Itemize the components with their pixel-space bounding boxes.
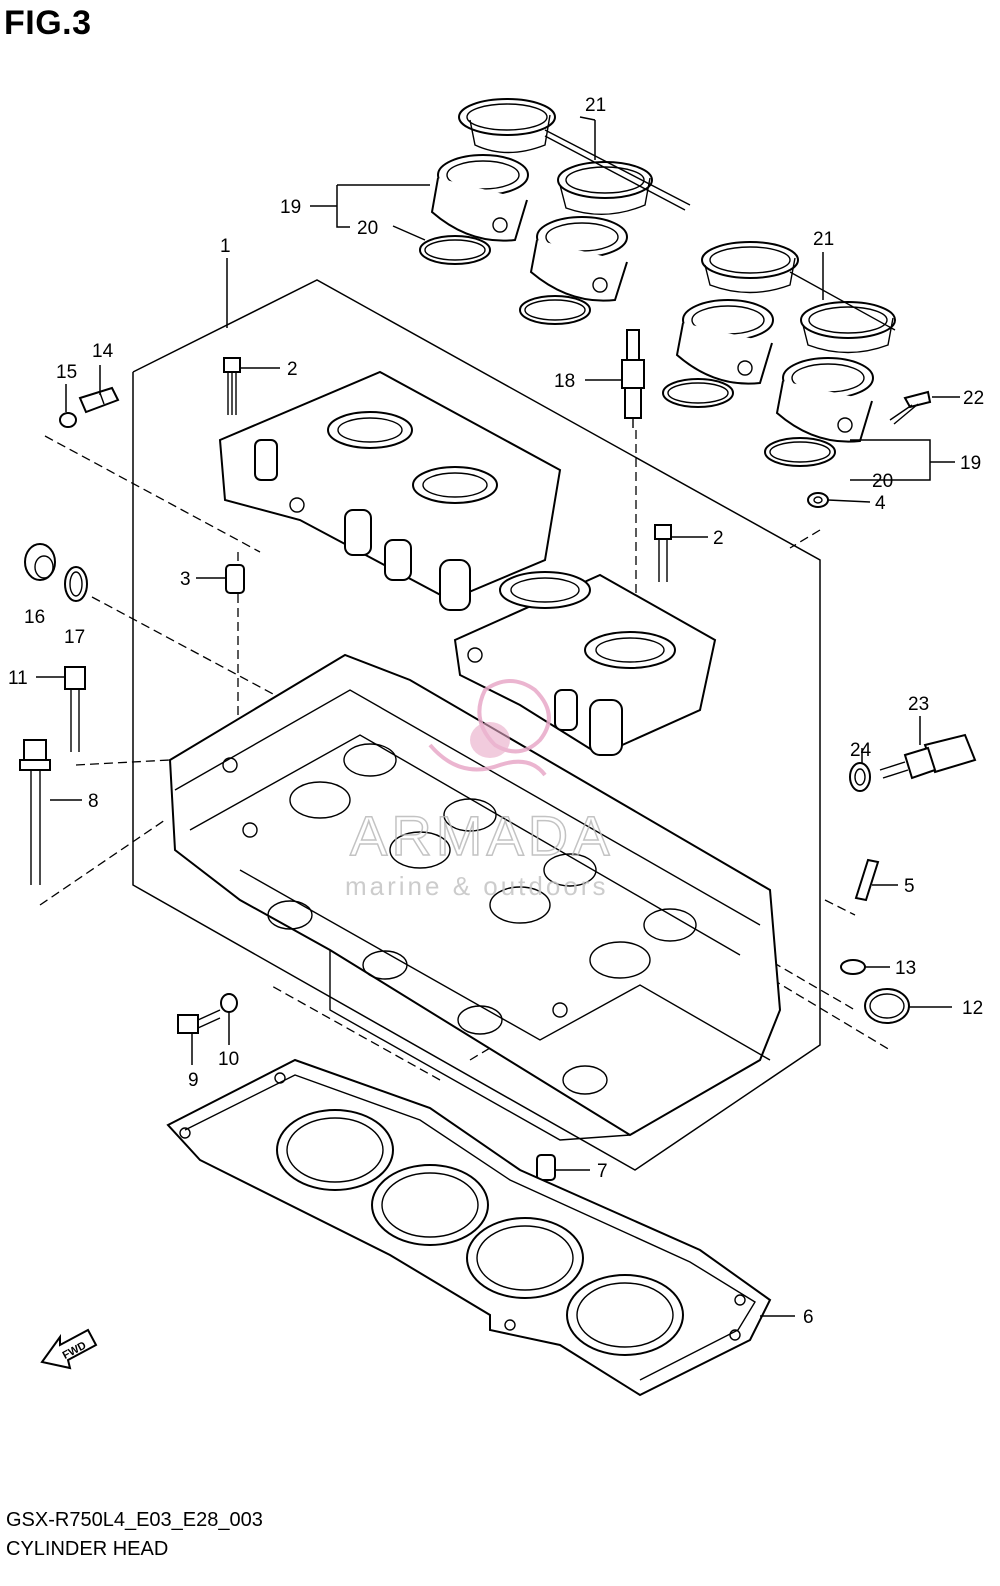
plug-14	[78, 386, 120, 414]
callout-21-left: 21	[585, 95, 606, 116]
callout-19-left: 19	[280, 197, 301, 218]
washer-4	[807, 492, 829, 508]
dowel-7	[536, 1154, 556, 1181]
bolt-2-left	[223, 357, 241, 415]
bolt-2-right	[654, 524, 672, 582]
assembly-frame	[132, 258, 821, 1171]
callout-18: 18	[554, 371, 575, 392]
callout-4: 4	[875, 493, 886, 514]
callout-9: 9	[188, 1070, 199, 1091]
callout-23: 23	[908, 694, 929, 715]
callout-21-right: 21	[813, 229, 834, 250]
cylinder-head	[168, 653, 782, 1141]
gasket-17	[64, 566, 88, 602]
callout-19-right: 19	[960, 453, 981, 474]
callout-16: 16	[24, 607, 45, 628]
callout-7: 7	[597, 1161, 608, 1182]
bolt-11	[64, 666, 86, 752]
cam-cover-right	[453, 571, 717, 757]
figure-name: CYLINDER HEAD	[6, 1538, 169, 1560]
pin-5	[854, 858, 880, 902]
intake-pipe-upper-left	[458, 98, 691, 215]
o-ring-12	[864, 988, 910, 1024]
washer-10	[220, 993, 238, 1013]
callout-10: 10	[218, 1049, 239, 1070]
o-rings-upper-left	[419, 235, 591, 325]
bolt-8	[19, 739, 51, 885]
bolt-9	[177, 1009, 221, 1034]
callout-13: 13	[895, 958, 916, 979]
screw-22	[889, 390, 932, 425]
callout-15: 15	[56, 362, 77, 383]
callout-8: 8	[88, 791, 99, 812]
plug-16	[24, 543, 56, 581]
temperature-sensor	[879, 733, 977, 780]
figure-code: GSX-R750L4_E03_E28_003	[6, 1509, 263, 1531]
callout-11: 11	[8, 668, 28, 689]
washer-24	[849, 762, 871, 792]
watermark: ARMADA marine & outdoors	[345, 679, 614, 901]
callout-6: 6	[803, 1307, 814, 1328]
callout-2-left: 2	[287, 359, 298, 380]
callout-3: 3	[180, 569, 191, 590]
figure-title: FIG.3	[4, 4, 92, 42]
watermark-brand: ARMADA	[350, 804, 614, 867]
o-ring-13	[840, 959, 866, 975]
figure-caption: GSX-R750L4_E03_E28_003 CYLINDER HEAD	[6, 1506, 263, 1564]
callout-24: 24	[850, 740, 872, 761]
callout-14: 14	[92, 341, 114, 362]
cylinder-head-gasket	[166, 1058, 772, 1397]
spark-plug	[621, 329, 645, 428]
cam-cover-left	[218, 370, 562, 611]
callout-2-right: 2	[713, 528, 724, 549]
callout-17: 17	[64, 627, 85, 648]
o-rings-upper-right	[662, 378, 836, 467]
callout-5: 5	[904, 876, 915, 897]
callout-1: 1	[220, 236, 231, 257]
washer-15	[59, 412, 77, 428]
forward-arrow-icon: FWD	[40, 1328, 98, 1370]
callout-12: 12	[962, 998, 983, 1019]
intake-pipe-upper-right	[701, 241, 896, 354]
callout-22: 22	[963, 388, 984, 409]
watermark-tagline: marine & outdoors	[345, 871, 608, 901]
callout-20-left: 20	[357, 218, 378, 239]
callout-20-right: 20	[872, 471, 893, 492]
intake-insulator-upper-right	[675, 299, 874, 443]
exploded-parts-diagram: FWD ARMADA marine & outdoors	[8, 95, 984, 1397]
callout-labels: 1 2 2 3 4 5 6 7 8 9 10 11 12 13 14 15 16…	[8, 95, 984, 1328]
intake-insulator-upper-left	[430, 154, 628, 302]
dowel-pin-3	[225, 564, 245, 594]
leader-lines	[36, 116, 960, 1317]
